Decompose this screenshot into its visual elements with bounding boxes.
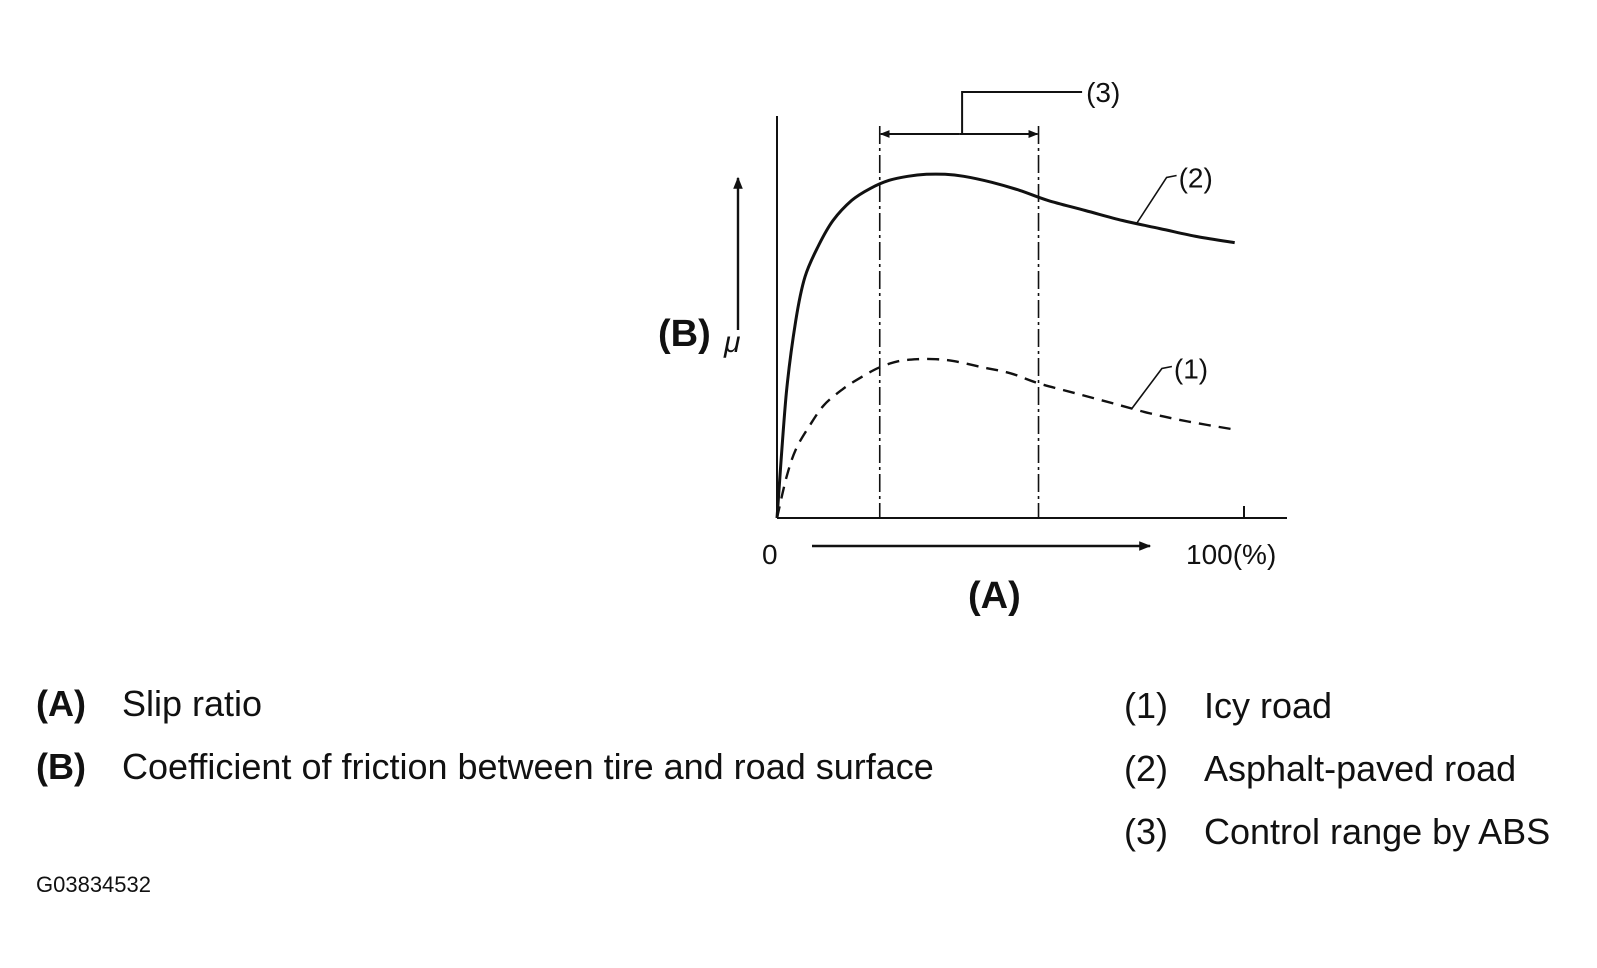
legend-item-asphalt-road: (2) Asphalt-paved road (1124, 749, 1584, 789)
legend-key: (1) (1124, 685, 1168, 726)
x-tick-start: 0 (762, 539, 778, 570)
series-leader-icy (1131, 365, 1173, 409)
legend-text: Icy road (1204, 685, 1333, 726)
legend-item-icy-road: (1) Icy road (1124, 686, 1584, 726)
legend-item-coefficient: (B) Coefficient of friction between tire… (36, 747, 1036, 787)
legend-text: Coefficient of friction between tire and… (122, 746, 934, 787)
legend-key: (B) (36, 746, 86, 787)
legend-text: Control range by ABS (1204, 811, 1551, 852)
figure-id: G03834532 (36, 872, 151, 897)
legend-key: (2) (1124, 748, 1168, 789)
series-label-asphalt: (2) (1179, 163, 1213, 194)
y-axis-letter: (B) (658, 313, 711, 355)
legend-text: Slip ratio (122, 683, 263, 724)
series-line-icy (775, 357, 1235, 519)
x-axis-letter: (A) (968, 575, 1021, 617)
series-label-icy: (1) (1174, 354, 1208, 385)
series-line-asphalt (775, 172, 1235, 519)
y-axis-symbol: μ (723, 326, 740, 359)
control-range-label: (3) (1086, 77, 1120, 108)
legend-key: (3) (1124, 811, 1168, 852)
legend-key: (A) (36, 683, 86, 724)
legend-item-control-range: (3) Control range by ABS (1124, 812, 1584, 852)
legend-item-slip-ratio: (A) Slip ratio (36, 684, 1036, 724)
legend-text: Asphalt-paved road (1204, 748, 1517, 789)
control-range-leader (961, 91, 1083, 134)
series-leader-asphalt (1135, 174, 1177, 224)
x-tick-end: 100(%) (1186, 539, 1276, 570)
